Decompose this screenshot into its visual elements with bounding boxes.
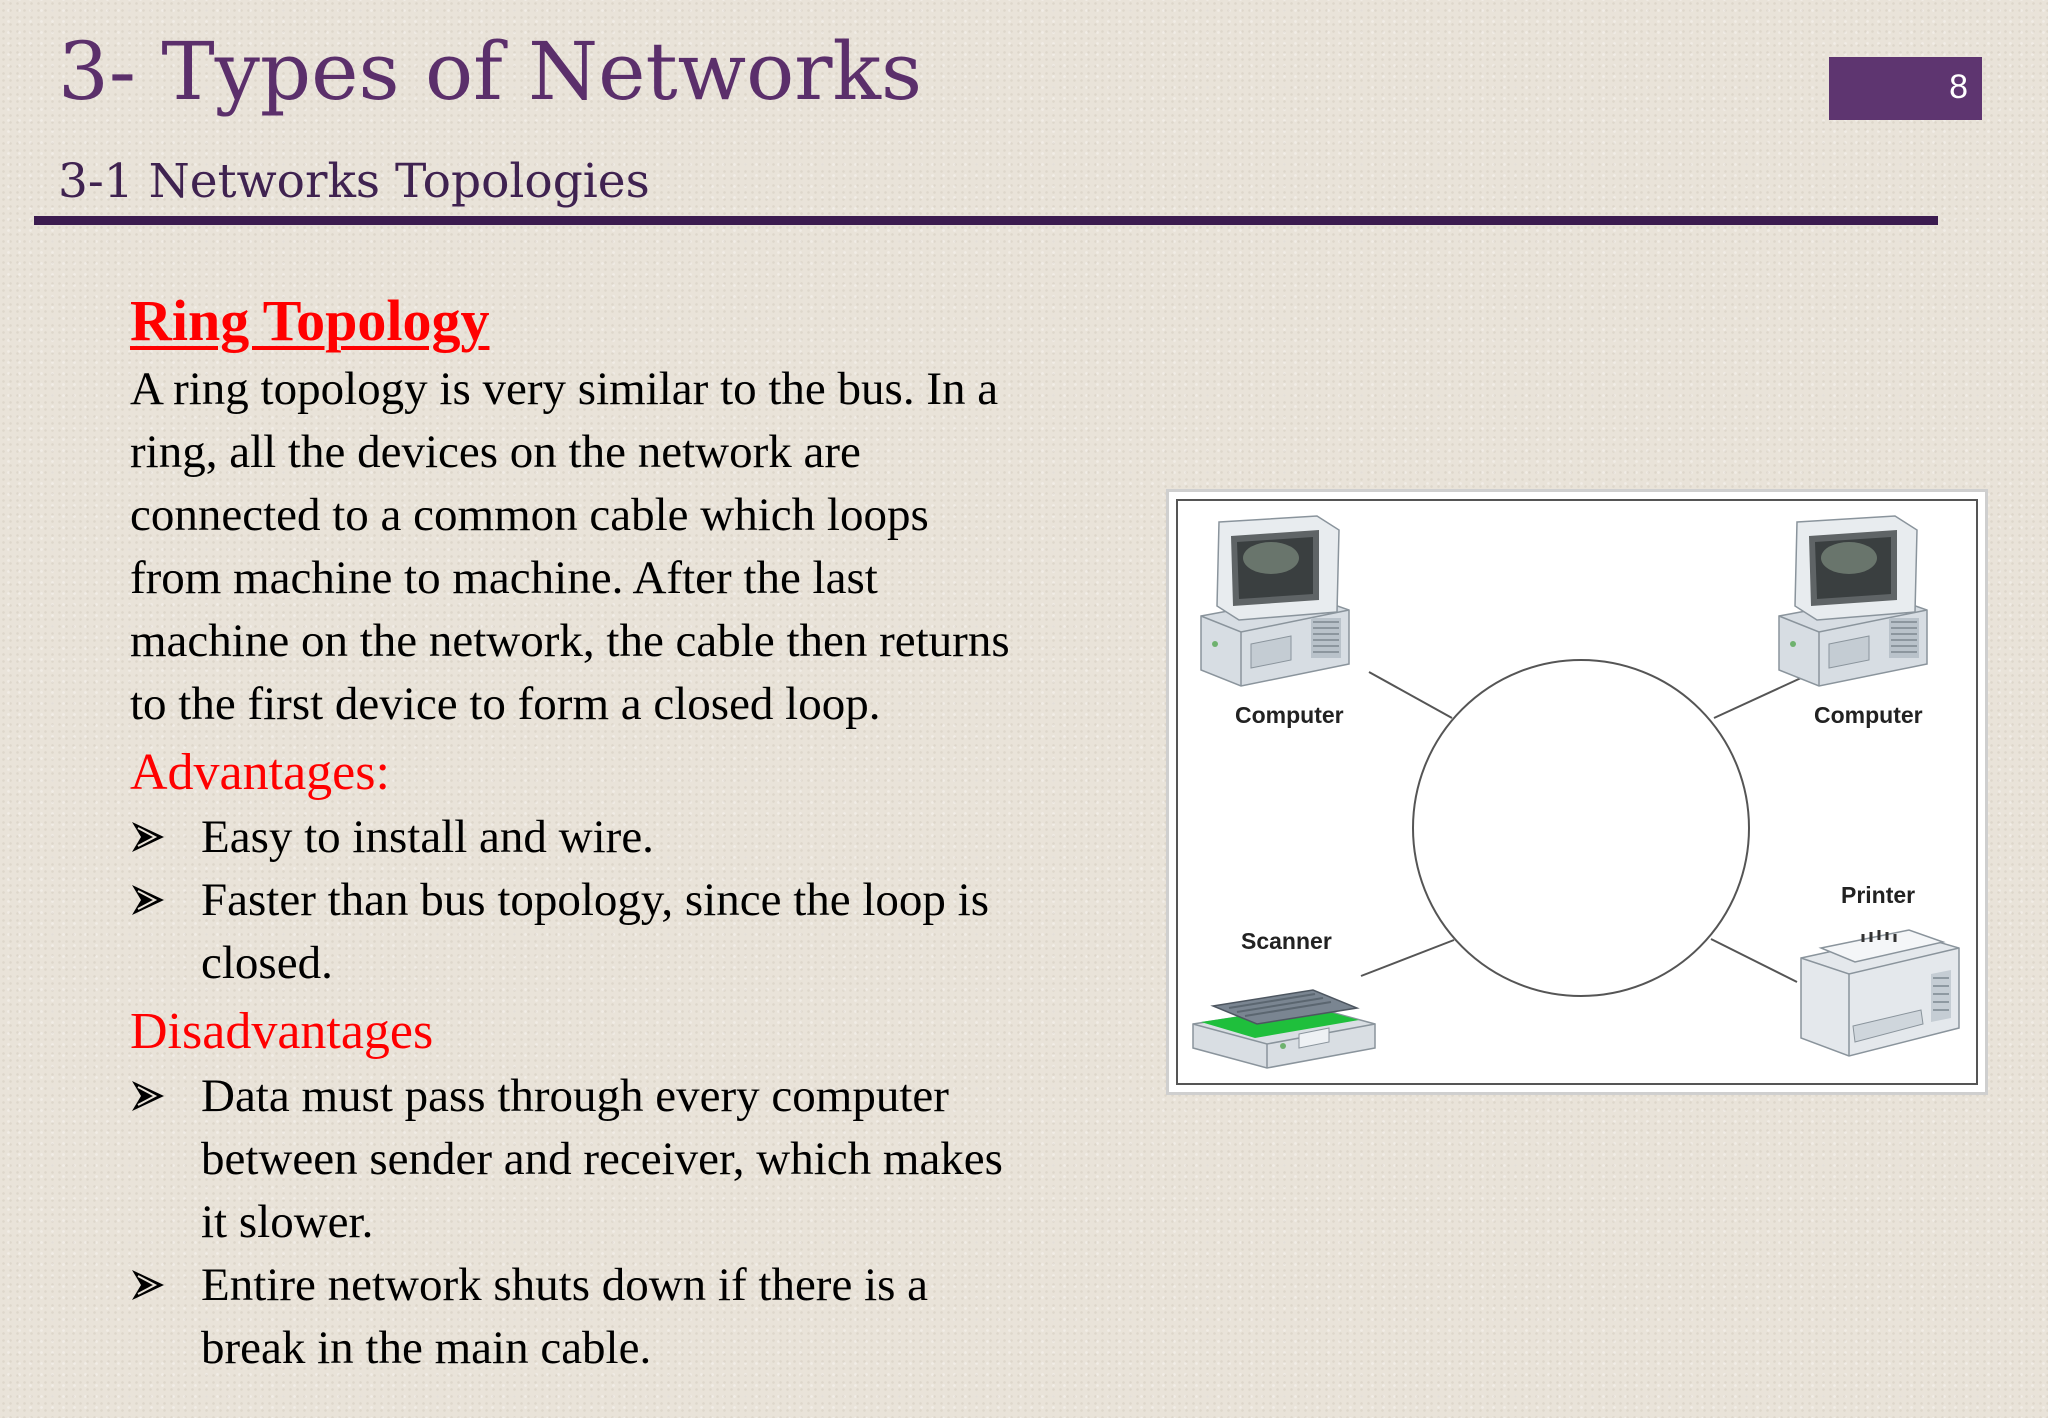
- description-line: connected to a common cable which loops: [130, 489, 929, 541]
- scanner-icon: [1192, 989, 1376, 1069]
- description-line: from machine to machine. After the last: [130, 552, 878, 604]
- description-paragraph: A ring topology is very similar to the b…: [130, 358, 1130, 736]
- list-item-line: Data must pass through every computer: [201, 1070, 949, 1122]
- computer-icon: [1778, 515, 1928, 687]
- description-line: machine on the network, the cable then r…: [130, 615, 1010, 667]
- disadvantages-heading: Disadvantages: [130, 1003, 434, 1060]
- list-item: Easy to install and wire.: [130, 806, 1130, 869]
- list-item-line: between sender and receiver, which makes: [201, 1133, 1003, 1185]
- page-number: 8: [1949, 68, 1968, 106]
- link-line: [1710, 938, 1798, 983]
- diagram-frame: [1176, 499, 1978, 1085]
- list-item-line: it slower.: [201, 1196, 374, 1248]
- link-line: [1368, 671, 1453, 719]
- list-item-line: break in the main cable.: [201, 1322, 652, 1374]
- link-line: [1713, 677, 1802, 719]
- list-item-line: Easy to install and wire.: [201, 811, 654, 863]
- slide-title: 3- Types of Networks: [58, 25, 923, 118]
- list-item-line: closed.: [201, 937, 333, 989]
- list-item-line: Entire network shuts down if there is a: [201, 1259, 929, 1311]
- disadvantages-list: Data must pass through every computer be…: [130, 1065, 1130, 1380]
- advantages-list: Easy to install and wire. Faster than bu…: [130, 806, 1130, 995]
- list-item: Entire network shuts down if there is a …: [130, 1254, 1130, 1380]
- arrowhead-bullet-icon: [132, 1081, 164, 1111]
- ring-cable: [1412, 659, 1750, 997]
- computer-icon: [1200, 515, 1350, 687]
- arrowhead-bullet-icon: [132, 822, 164, 852]
- arrowhead-bullet-icon: [132, 885, 164, 915]
- computer-left-label: Computer: [1235, 702, 1344, 728]
- list-item: Faster than bus topology, since the loop…: [130, 869, 1130, 995]
- arrowhead-bullet-icon: [132, 1270, 164, 1300]
- printer-icon: [1800, 929, 1960, 1057]
- page-number-badge: 8: [1829, 57, 1982, 120]
- content-text-block: Ring Topology A ring topology is very si…: [130, 284, 1130, 1380]
- ring-topology-diagram: Computer Computer Scanner Pri: [1166, 489, 1988, 1095]
- printer-label: Printer: [1841, 882, 1916, 908]
- list-item-line: Faster than bus topology, since the loop…: [201, 874, 990, 926]
- description-line: A ring topology is very similar to the b…: [130, 363, 999, 415]
- scanner-label: Scanner: [1241, 928, 1332, 954]
- description-line: to the first device to form a closed loo…: [130, 678, 881, 730]
- header-divider: [34, 216, 1938, 225]
- ring-links: [1360, 659, 1802, 997]
- slide-subtitle: 3-1 Networks Topologies: [58, 154, 650, 209]
- link-line: [1360, 939, 1455, 977]
- description-line: ring, all the devices on the network are: [130, 426, 861, 478]
- advantages-heading: Advantages:: [130, 744, 390, 801]
- section-title-ring-topology: Ring Topology: [130, 288, 490, 353]
- computer-right-label: Computer: [1814, 702, 1923, 728]
- list-item: Data must pass through every computer be…: [130, 1065, 1130, 1254]
